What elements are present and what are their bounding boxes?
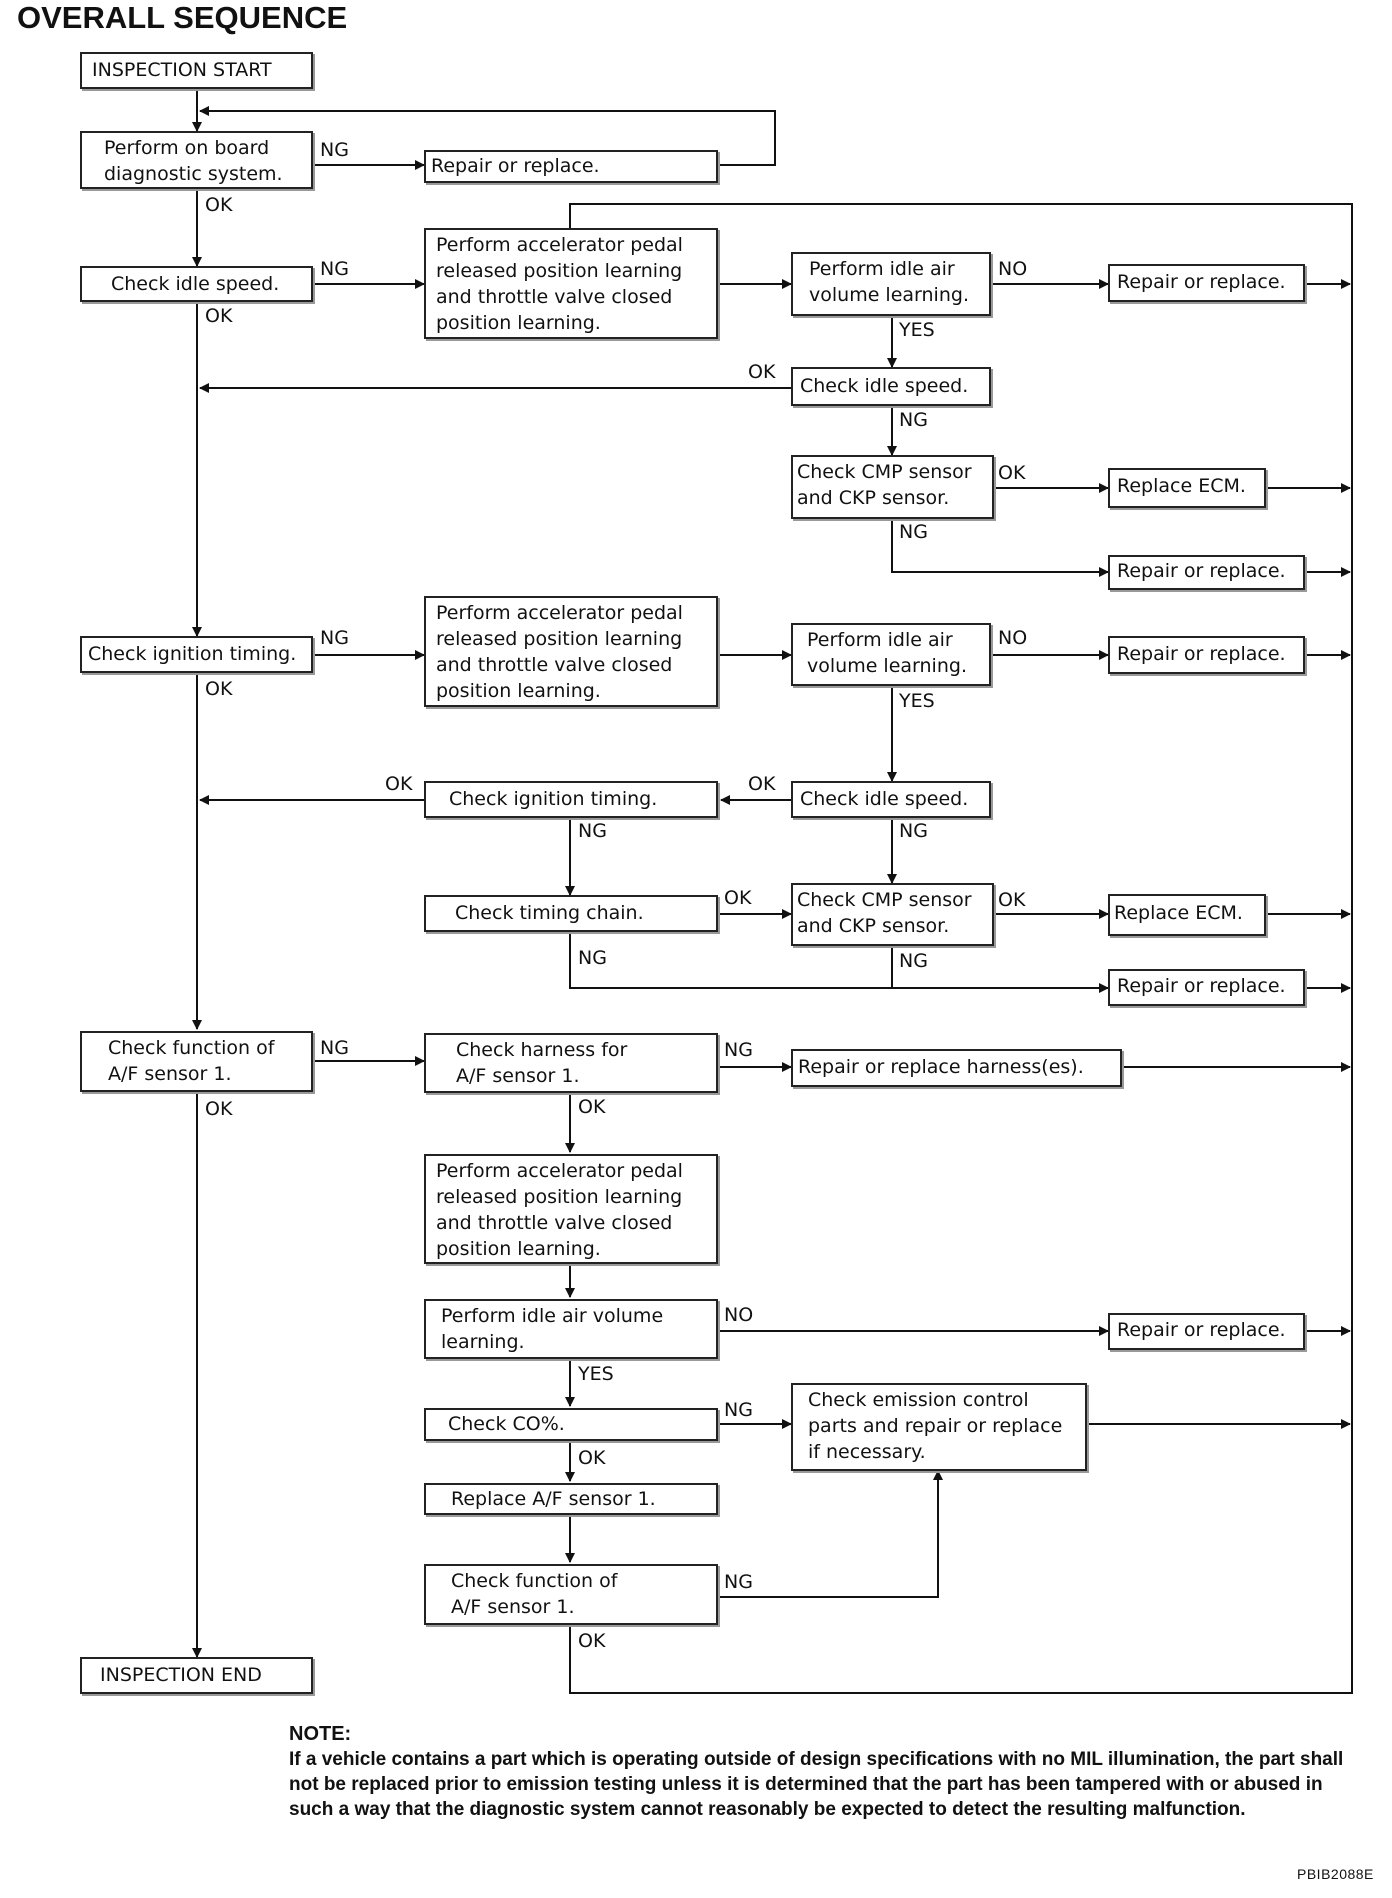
- figure-code: PBIB2088E: [1297, 1866, 1374, 1882]
- label-ok: OK: [385, 773, 413, 795]
- label-yes: YES: [899, 690, 935, 712]
- label-ng: NG: [899, 820, 928, 842]
- label-ng: NG: [899, 521, 928, 543]
- label-ok: OK: [724, 887, 752, 909]
- label-ok: OK: [578, 1096, 606, 1118]
- connector-cmp1-ng: [891, 519, 1109, 577]
- label-ok: OK: [205, 194, 233, 216]
- idle-air-volume-box-1: Perform idle air volume learning.: [791, 252, 991, 316]
- label-ok: OK: [205, 1098, 233, 1120]
- label-ng: NG: [899, 950, 928, 972]
- connector-af2-ok: [569, 203, 1353, 1694]
- page-title: OVERALL SEQUENCE: [17, 0, 348, 35]
- note-text: If a vehicle contains a part which is op…: [289, 1749, 1344, 1820]
- af-sensor-function-box-2: Check function of A/F sensor 1.: [424, 1564, 718, 1625]
- repair-box-5: Repair or replace.: [1108, 1313, 1305, 1350]
- cmp-ckp-box-1: Check CMP sensor and CKP sensor.: [791, 455, 994, 519]
- inspection-start-box: INSPECTION START: [80, 52, 313, 89]
- check-co-box: Check CO%.: [424, 1408, 718, 1441]
- label-yes: YES: [578, 1363, 614, 1385]
- label-ng: NG: [578, 947, 607, 969]
- connector-af2-ng: [718, 1470, 943, 1598]
- label-no: NO: [724, 1304, 754, 1326]
- label-ng: NG: [899, 409, 928, 431]
- cmp-ckp-box-2: Check CMP sensor and CKP sensor.: [791, 883, 994, 946]
- label-no: NO: [998, 627, 1028, 649]
- label-no: NO: [998, 258, 1028, 280]
- idle-air-volume-box-3: Perform idle air volume learning.: [424, 1299, 718, 1359]
- idle-speed-box-3: Check idle speed.: [791, 781, 991, 818]
- label-ng: NG: [320, 258, 349, 280]
- connector-repair-loop: [199, 106, 776, 166]
- repair-box-4: Repair or replace.: [1108, 969, 1305, 1006]
- repair-box-3: Repair or replace.: [1108, 636, 1305, 674]
- timing-chain-box: Check timing chain.: [424, 895, 718, 932]
- repair-obd-box: Repair or replace.: [424, 150, 718, 183]
- label-ok: OK: [578, 1447, 606, 1469]
- label-ng: NG: [724, 1571, 753, 1593]
- ignition-timing-box-2: Check ignition timing.: [424, 781, 718, 818]
- idle-speed-box-1: Check idle speed.: [80, 266, 313, 302]
- label-ok: OK: [748, 361, 776, 383]
- label-ng: NG: [320, 627, 349, 649]
- idle-speed-box-2: Check idle speed.: [791, 367, 991, 406]
- label-ng: NG: [320, 1037, 349, 1059]
- label-ok: OK: [578, 1630, 606, 1652]
- label-ok: OK: [748, 773, 776, 795]
- repair-harness-box: Repair or replace harness(es).: [791, 1049, 1122, 1087]
- replace-af-sensor-box: Replace A/F sensor 1.: [424, 1483, 718, 1515]
- replace-ecm-box-2: Replace ECM.: [1108, 894, 1266, 936]
- note-title: NOTE:: [289, 1723, 352, 1745]
- obd-box: Perform on board diagnostic system.: [80, 131, 313, 189]
- replace-ecm-box-1: Replace ECM.: [1108, 468, 1266, 508]
- af-sensor-function-box-1: Check function of A/F sensor 1.: [80, 1031, 313, 1092]
- repair-box-1: Repair or replace.: [1108, 264, 1305, 302]
- learning-box-3: Perform accelerator pedal released posit…: [424, 1154, 718, 1264]
- label-ng: NG: [578, 820, 607, 842]
- connector-chain-ng: [569, 932, 1109, 993]
- inspection-end-box: INSPECTION END: [80, 1657, 313, 1694]
- harness-check-box: Check harness for A/F sensor 1.: [424, 1033, 718, 1093]
- label-ok: OK: [998, 462, 1026, 484]
- learning-box-1: Perform accelerator pedal released posit…: [424, 228, 718, 339]
- ignition-timing-box-1: Check ignition timing.: [80, 636, 313, 673]
- label-ng: NG: [724, 1399, 753, 1421]
- emission-control-box: Check emission control parts and repair …: [791, 1383, 1087, 1471]
- label-ok: OK: [998, 889, 1026, 911]
- label-yes: YES: [899, 319, 935, 341]
- learning-box-2: Perform accelerator pedal released posit…: [424, 596, 718, 707]
- idle-air-volume-box-2: Perform idle air volume learning.: [791, 623, 991, 686]
- label-ok: OK: [205, 678, 233, 700]
- label-ok: OK: [205, 305, 233, 327]
- label-ng: NG: [320, 139, 349, 161]
- repair-box-2: Repair or replace.: [1108, 555, 1305, 590]
- note-block: NOTE: If a vehicle contains a part which…: [289, 1722, 1349, 1822]
- label-ng: NG: [724, 1039, 753, 1061]
